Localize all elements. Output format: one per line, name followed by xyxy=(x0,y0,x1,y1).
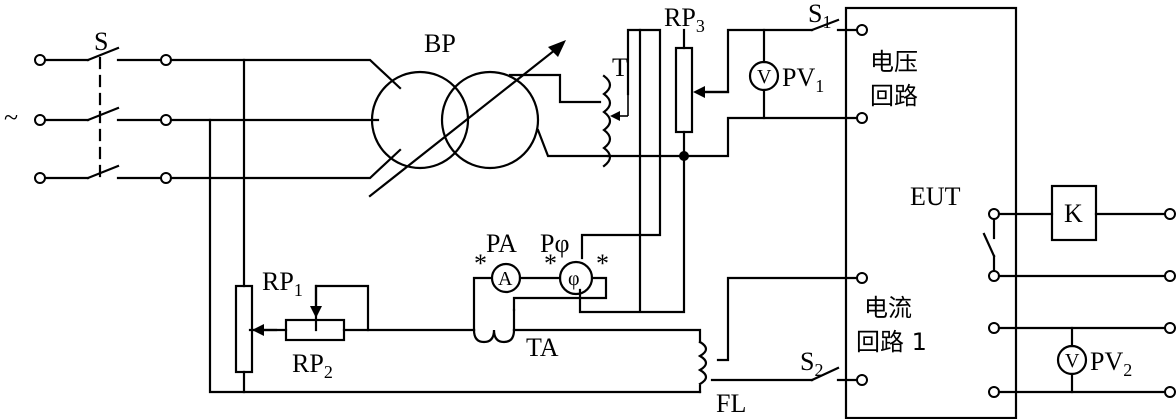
current-transformer-ta xyxy=(472,276,516,344)
ta-label: TA xyxy=(526,333,559,362)
s2-label: S2 xyxy=(800,347,823,380)
svg-text:A: A xyxy=(498,268,513,290)
pa-star: * xyxy=(474,249,487,278)
phase-wiring xyxy=(169,58,402,180)
switch-s1 xyxy=(810,18,868,124)
current-terminal-top xyxy=(856,272,868,284)
three-phase-supply xyxy=(34,46,172,184)
fl-label: FL xyxy=(716,389,746,418)
ammeter-pa: A xyxy=(490,262,562,294)
switch-s-label: S xyxy=(94,27,108,56)
voltmeter-pv1: V xyxy=(748,28,780,120)
filter-fl-coil xyxy=(697,340,708,386)
eut-output-contact xyxy=(982,208,1176,282)
pv2-label: PV2 xyxy=(1090,347,1132,380)
eut-label: EUT xyxy=(910,182,961,211)
voltmeter-pv2: V xyxy=(1056,344,1088,376)
junction-dot xyxy=(679,151,689,161)
phase-shifter-bp xyxy=(368,40,566,198)
bp-label: BP xyxy=(424,29,456,58)
rheostat-rp3 xyxy=(674,46,730,134)
current-circuit-label-1: 电流 xyxy=(864,294,912,322)
rp1-label: RP1 xyxy=(262,267,303,300)
bp-to-t-wire xyxy=(508,73,602,104)
k-label: K xyxy=(1064,199,1083,228)
t-label: T xyxy=(612,53,628,82)
svg-text:V: V xyxy=(1065,350,1080,372)
ac-symbol: ~ xyxy=(4,103,18,132)
switch-s2 xyxy=(810,366,840,382)
svg-text:φ: φ xyxy=(568,268,580,290)
phase-meter-pphi: φ xyxy=(512,260,608,312)
voltage-circuit-label-1: 电压 xyxy=(870,48,918,76)
current-circuit-label-2: 回路 1 xyxy=(856,328,927,356)
svg-text:V: V xyxy=(757,66,772,88)
pv1-label: PV1 xyxy=(782,63,824,96)
current-terminal-bottom xyxy=(856,374,868,386)
relay-k xyxy=(1050,184,1098,242)
transformer-t-coil xyxy=(602,74,629,168)
rp3-label: RP3 xyxy=(664,3,705,36)
pphi-star-left: * xyxy=(544,249,557,278)
bp-to-bus-wire xyxy=(536,128,610,158)
s1-label: S1 xyxy=(808,0,831,32)
rheostat-rp1 xyxy=(234,284,278,374)
pphi-label: Pφ xyxy=(540,229,569,258)
pphi-star-right: * xyxy=(596,249,609,278)
voltage-circuit-label-2: 回路 xyxy=(870,82,918,110)
pa-label: PA xyxy=(486,229,517,258)
rp3-wiring xyxy=(578,28,862,314)
pv2-wiring xyxy=(988,322,1176,398)
rp2-label: RP2 xyxy=(292,349,333,382)
resistor-rp2 xyxy=(284,284,346,342)
